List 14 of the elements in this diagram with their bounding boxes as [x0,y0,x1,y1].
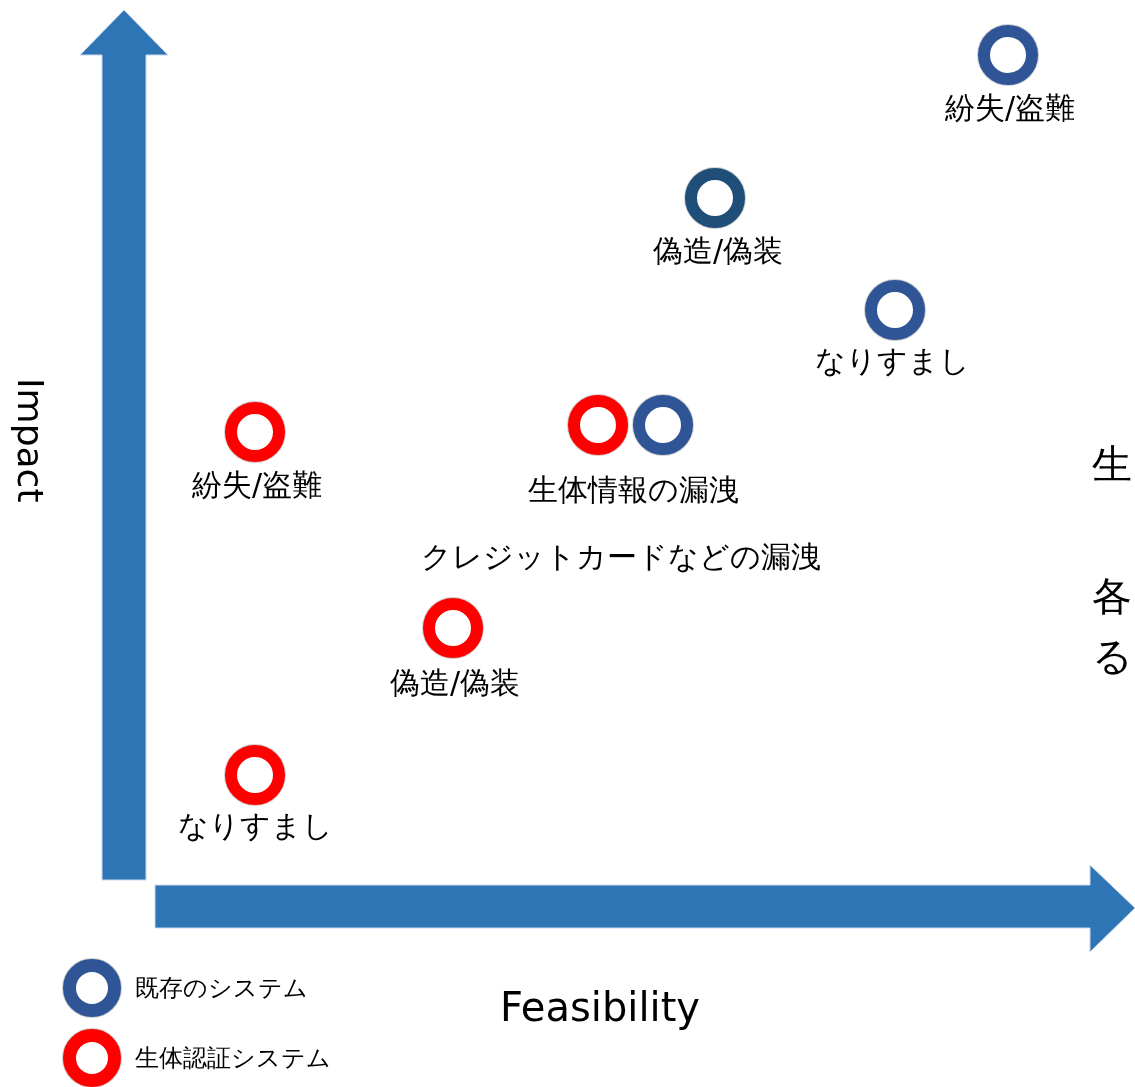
point-label: 紛失/盗難 [191,467,323,503]
point-label: 生体情報の漏洩 [527,472,739,508]
point-label: 紛失/盗難 [944,90,1076,126]
cut-off-text: 各 [1092,576,1132,616]
point-label: なりすまし [177,808,333,844]
point-label: 偽造/偽装 [389,665,521,701]
point-label: 偽造/偽装 [652,233,784,269]
cut-off-text: 生 [1092,444,1132,484]
axis-label: Impact [12,378,48,503]
point-label: クレジットカードなどの漏洩 [421,539,821,575]
point-label: なりすまし [814,343,970,379]
legend-label: 生体認証システム [135,1043,331,1074]
cut-off-text: る [1092,636,1133,676]
legend-label: 既存のシステム [135,973,308,1004]
